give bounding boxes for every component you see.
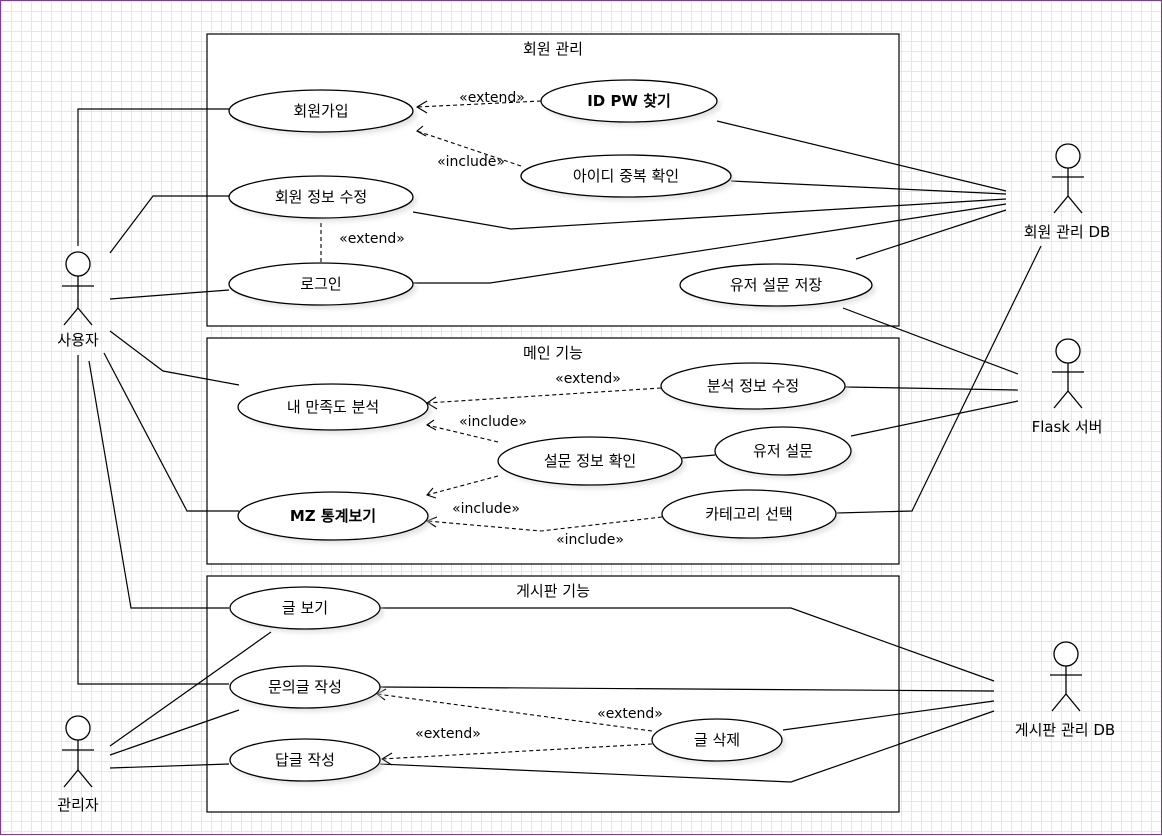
assoc-user-inquiry	[77, 355, 229, 685]
assoc-surveycheck-usersurvey	[681, 454, 716, 459]
use-case-view-post-label: 글 보기	[282, 599, 328, 617]
assoc-user-login	[109, 289, 230, 300]
stereotype-labels: «extend» «include» «extend» «extend» «in…	[339, 90, 663, 742]
use-case-inquiry[interactable]: 문의글 작성	[229, 665, 384, 712]
assoc-usersurvey-flask	[850, 400, 1019, 437]
use-case-login-label: 로그인	[300, 275, 341, 293]
use-case-inquiry-label: 문의글 작성	[268, 678, 342, 696]
dep-category-mz	[426, 516, 663, 532]
arrow-idpw-signup	[415, 100, 428, 114]
actor-user-label: 사용자	[57, 331, 99, 349]
use-case-mz-stats[interactable]: MZ 통계보기	[237, 491, 432, 544]
use-case-survey-check-label: 설문 정보 확인	[544, 452, 636, 470]
assoc-user-mz	[103, 352, 239, 512]
use-case-user-survey-label: 유저 설문	[753, 442, 813, 460]
assoc-dupcheck-memberdb	[730, 180, 1007, 195]
assoc-admin-viewpost	[109, 631, 272, 747]
stereo-idpw-signup: «extend»	[459, 90, 525, 106]
use-case-category-label: 카테고리 선택	[705, 505, 793, 523]
use-case-edit-analysis-label: 분석 정보 수정	[707, 377, 799, 395]
actor-admin[interactable]: 관리자	[57, 715, 99, 814]
use-case-survey-check[interactable]: 설문 정보 확인	[497, 436, 686, 489]
dep-delete-reply	[381, 743, 653, 760]
assoc-user-edit	[109, 195, 229, 254]
use-case-save-survey-label: 유저 설문 저장	[730, 276, 823, 294]
use-case-delete-post[interactable]: 글 삭제	[651, 718, 786, 765]
use-case-edit-member[interactable]: 회원 정보 수정	[228, 175, 417, 222]
assoc-delete-boarddb	[782, 700, 995, 731]
use-case-login[interactable]: 로그인	[228, 262, 417, 309]
assoc-category-memberdb	[836, 245, 1042, 514]
use-case-category[interactable]: 카테고리 선택	[661, 489, 840, 542]
use-case-delete-post-label: 글 삭제	[694, 731, 740, 749]
package-board-title: 게시판 기능	[516, 582, 590, 600]
assoc-reply-boarddb	[379, 710, 995, 783]
use-case-save-survey[interactable]: 유저 설문 저장	[679, 263, 876, 310]
use-case-dupcheck-label: 아이디 중복 확인	[573, 167, 679, 185]
use-case-user-survey[interactable]: 유저 설문	[714, 426, 855, 479]
arrow-surveycheck-mz	[426, 487, 437, 499]
actor-member-db[interactable]: 회원 관리 DB	[1024, 143, 1111, 241]
use-case-reply[interactable]: 답글 작성	[229, 738, 384, 785]
use-case-idpw-label: ID PW 찾기	[587, 92, 671, 110]
assoc-admin-inquiry	[109, 709, 240, 756]
use-case-mz-stats-label: MZ 통계보기	[290, 507, 376, 525]
actor-admin-label: 관리자	[57, 796, 99, 814]
actor-flask[interactable]: Flask 서버	[1032, 338, 1103, 436]
stereo-edit-login: «extend»	[339, 231, 405, 247]
actor-user[interactable]: 사용자	[57, 251, 99, 349]
assoc-editanalysis-flask	[844, 386, 1019, 391]
stick-figure-icon	[1050, 641, 1082, 712]
dep-delete-inquiry	[376, 693, 653, 732]
arrow-delete-reply	[380, 752, 393, 766]
use-case-satisfaction-label: 내 만족도 분석	[287, 398, 379, 416]
stick-figure-icon	[1052, 143, 1084, 214]
assoc-idpw-memberdb	[716, 120, 1007, 192]
actor-member-db-label: 회원 관리 DB	[1024, 223, 1111, 241]
use-case-view-post[interactable]: 글 보기	[229, 586, 384, 633]
assoc-admin-reply	[109, 763, 230, 769]
assoc-savesurvey-flask	[842, 307, 1019, 375]
stick-figure-icon	[1052, 338, 1084, 409]
dep-surveycheck-mz	[426, 475, 499, 496]
stereo-surveycheck-satisfaction: «include»	[459, 414, 527, 430]
assoc-user-satisfaction	[109, 330, 240, 386]
actor-board-db-label: 게시판 관리 DB	[1015, 721, 1115, 739]
use-case-idpw[interactable]: ID PW 찾기	[540, 79, 721, 126]
stereo-dupcheck-signup: «include»	[437, 154, 505, 170]
associations	[77, 108, 1042, 783]
use-case-satisfaction[interactable]: 내 만족도 분석	[237, 383, 432, 434]
assoc-user-viewpost	[88, 360, 229, 609]
assoc-savesurvey-memberdb	[855, 209, 1007, 260]
use-case-signup[interactable]: 회원가입	[228, 89, 417, 136]
assoc-inquiry-boarddb	[379, 686, 995, 692]
assoc-user-signup	[77, 108, 229, 246]
arrow-dupcheck-signup	[416, 125, 427, 137]
stereo-editanalysis-satisfaction: «extend»	[555, 371, 621, 387]
stick-figure-icon	[62, 715, 94, 788]
stereo-surveycheck-mz: «include»	[452, 501, 520, 517]
use-case-reply-label: 답글 작성	[275, 751, 335, 769]
assoc-edit-memberdb	[412, 198, 1007, 230]
actor-board-db[interactable]: 게시판 관리 DB	[1015, 641, 1115, 739]
assoc-viewpost-boarddb	[380, 607, 995, 682]
assoc-login-memberdb	[413, 203, 1007, 284]
stereo-category-mz: «include»	[556, 532, 624, 548]
use-case-edit-analysis[interactable]: 분석 정보 수정	[660, 362, 849, 413]
package-member-title: 회원 관리	[523, 40, 583, 58]
actor-flask-label: Flask 서버	[1032, 418, 1103, 436]
package-main-title: 메인 기능	[523, 344, 583, 362]
stick-figure-icon	[62, 251, 94, 326]
arrow-surveycheck-satisfaction	[425, 419, 437, 431]
use-case-edit-member-label: 회원 정보 수정	[275, 188, 367, 206]
use-case-dupcheck[interactable]: 아이디 중복 확인	[520, 154, 735, 201]
dep-surveycheck-satisfaction	[426, 424, 499, 443]
use-case-signup-label: 회원가입	[293, 102, 348, 120]
stereo-delete-inquiry: «extend»	[597, 706, 663, 722]
dep-dupcheck-signup	[416, 130, 522, 167]
stereo-delete-reply: «extend»	[415, 726, 481, 742]
